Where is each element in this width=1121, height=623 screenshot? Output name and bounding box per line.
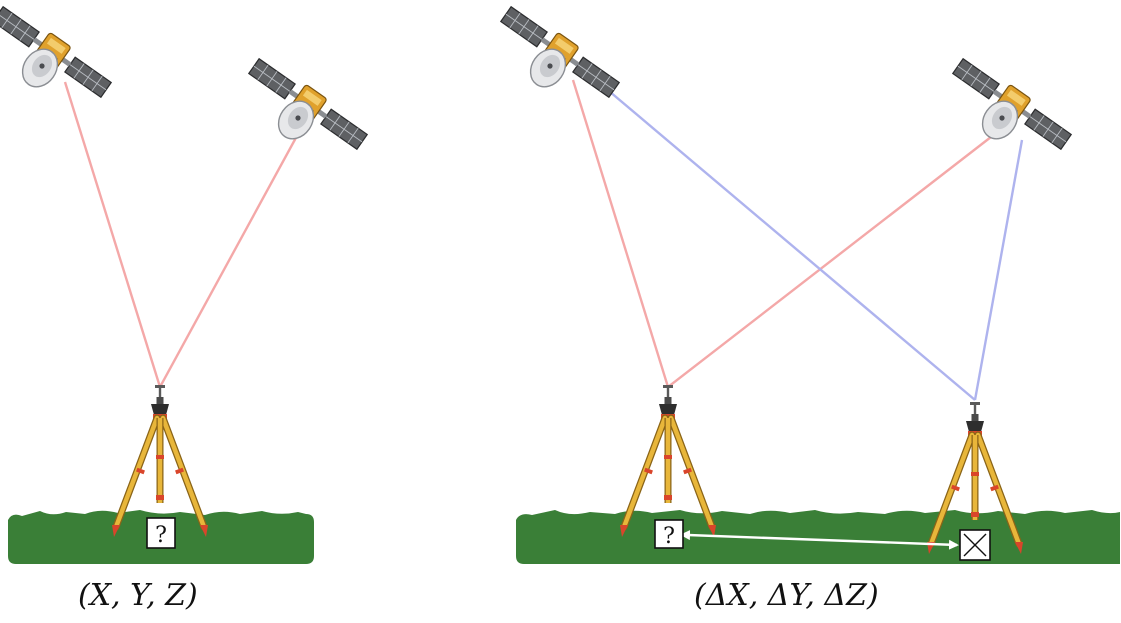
- signal-ray: [667, 129, 1001, 388]
- signal-ray: [589, 74, 976, 401]
- satellite-icon: [244, 53, 372, 155]
- absolute-position-caption: (X, Y, Z): [78, 578, 198, 613]
- relative-position-caption: (ΔX, ΔY, ΔZ): [694, 578, 879, 613]
- signal-ray: [973, 139, 1024, 401]
- unknown-point-marker: ?: [654, 519, 684, 549]
- satellite-icon: [948, 53, 1076, 155]
- satellite-icon: [0, 1, 116, 103]
- ground-right: [516, 510, 1120, 564]
- left-panel: ?: [0, 1, 372, 564]
- marker-question: ?: [155, 523, 167, 548]
- signal-ray: [158, 133, 300, 388]
- unknown-point-marker: ?: [146, 517, 176, 549]
- marker-question: ?: [663, 524, 675, 549]
- signal-ray: [63, 81, 162, 388]
- signal-ray: [571, 79, 670, 388]
- right-panel: ?: [496, 1, 1120, 564]
- satellite-icon: [496, 1, 624, 103]
- known-point-marker-icon: [959, 529, 991, 561]
- baseline-arrow: [680, 530, 959, 550]
